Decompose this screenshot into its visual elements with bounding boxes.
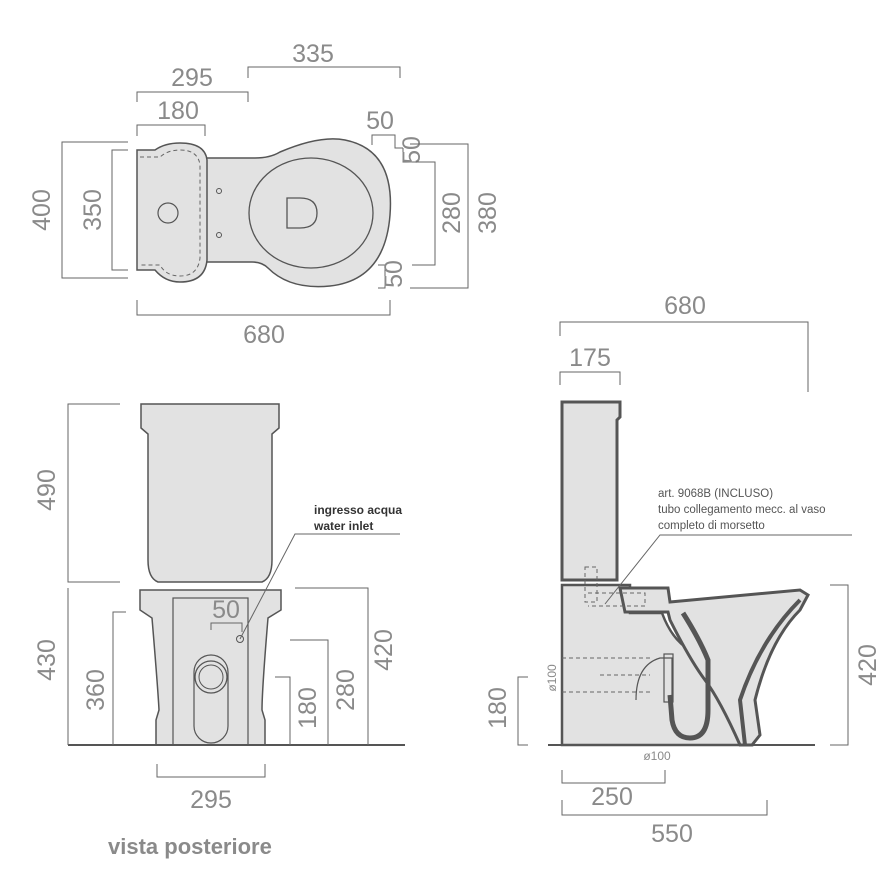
dim-180: 180 xyxy=(484,687,512,729)
inlet-label-en: water inlet xyxy=(313,519,373,533)
dim-680: 680 xyxy=(664,292,706,320)
note-line-3: completo di morsetto xyxy=(658,520,765,532)
dim-335: 335 xyxy=(292,40,334,68)
dim-360: 360 xyxy=(82,669,110,711)
dim-50-bottom: 50 xyxy=(380,260,408,288)
view-caption: vista posteriore xyxy=(108,834,272,859)
diameter-horizontal: ø100 xyxy=(643,749,671,763)
dim-295: 295 xyxy=(190,786,232,814)
tank-inner-dashed xyxy=(140,149,201,277)
dim-250: 250 xyxy=(591,783,633,811)
note-line-2: tubo collegamento mecc. al vaso xyxy=(658,504,825,516)
dim-490: 490 xyxy=(33,469,61,511)
dim-180: 180 xyxy=(294,687,322,729)
water-inlet-icon xyxy=(236,635,244,643)
note-line-1: art. 9068B (INCLUSO) xyxy=(658,488,773,500)
inlet-label-it: ingresso acqua xyxy=(314,503,402,517)
outlet-flange xyxy=(663,653,674,703)
dim-550: 550 xyxy=(651,820,693,848)
rear-view: 490 430 360 50 180 280 420 295 ingresso … xyxy=(33,403,405,859)
outlet-pipe-inner xyxy=(198,664,224,690)
outlet-pipe-icon xyxy=(194,660,228,694)
dim-380: 380 xyxy=(474,192,502,234)
dim-180: 180 xyxy=(157,97,199,125)
side-view: 680 175 420 180 ø100 ø100 250 550 art. 9… xyxy=(484,292,882,848)
top-view: 295 335 180 400 350 680 50 50 280 380 50 xyxy=(28,40,502,349)
tank-coupling-dashed xyxy=(584,566,646,607)
trap-pipe xyxy=(667,611,711,741)
outlet-slot xyxy=(193,654,229,744)
dim-350: 350 xyxy=(79,189,107,231)
dim-430: 430 xyxy=(33,639,61,681)
dim-420: 420 xyxy=(854,644,882,686)
bowl-outline xyxy=(204,138,392,288)
dim-400: 400 xyxy=(28,189,56,231)
drain-opening xyxy=(286,197,318,229)
outlet-connector xyxy=(635,657,673,715)
dim-50-top: 50 xyxy=(366,107,394,135)
dim-295: 295 xyxy=(171,64,213,92)
bowl-rim xyxy=(248,157,374,269)
outlet-dashed xyxy=(562,657,650,693)
rear-tank xyxy=(140,403,280,583)
hinge-hole xyxy=(216,232,222,238)
hinge-hole xyxy=(216,188,222,194)
tank-outline xyxy=(136,142,208,283)
side-tank xyxy=(560,400,622,582)
bowl-basin xyxy=(618,586,810,747)
dim-50-inlet: 50 xyxy=(212,596,240,624)
dim-420: 420 xyxy=(370,629,398,671)
dim-50-right: 50 xyxy=(398,136,426,164)
dim-280: 280 xyxy=(438,192,466,234)
dim-280: 280 xyxy=(332,669,360,711)
bowl-wall xyxy=(737,598,802,746)
dim-680: 680 xyxy=(243,321,285,349)
flush-button-icon xyxy=(157,202,179,224)
diameter-vertical: ø100 xyxy=(545,664,559,692)
dim-175: 175 xyxy=(569,344,611,372)
